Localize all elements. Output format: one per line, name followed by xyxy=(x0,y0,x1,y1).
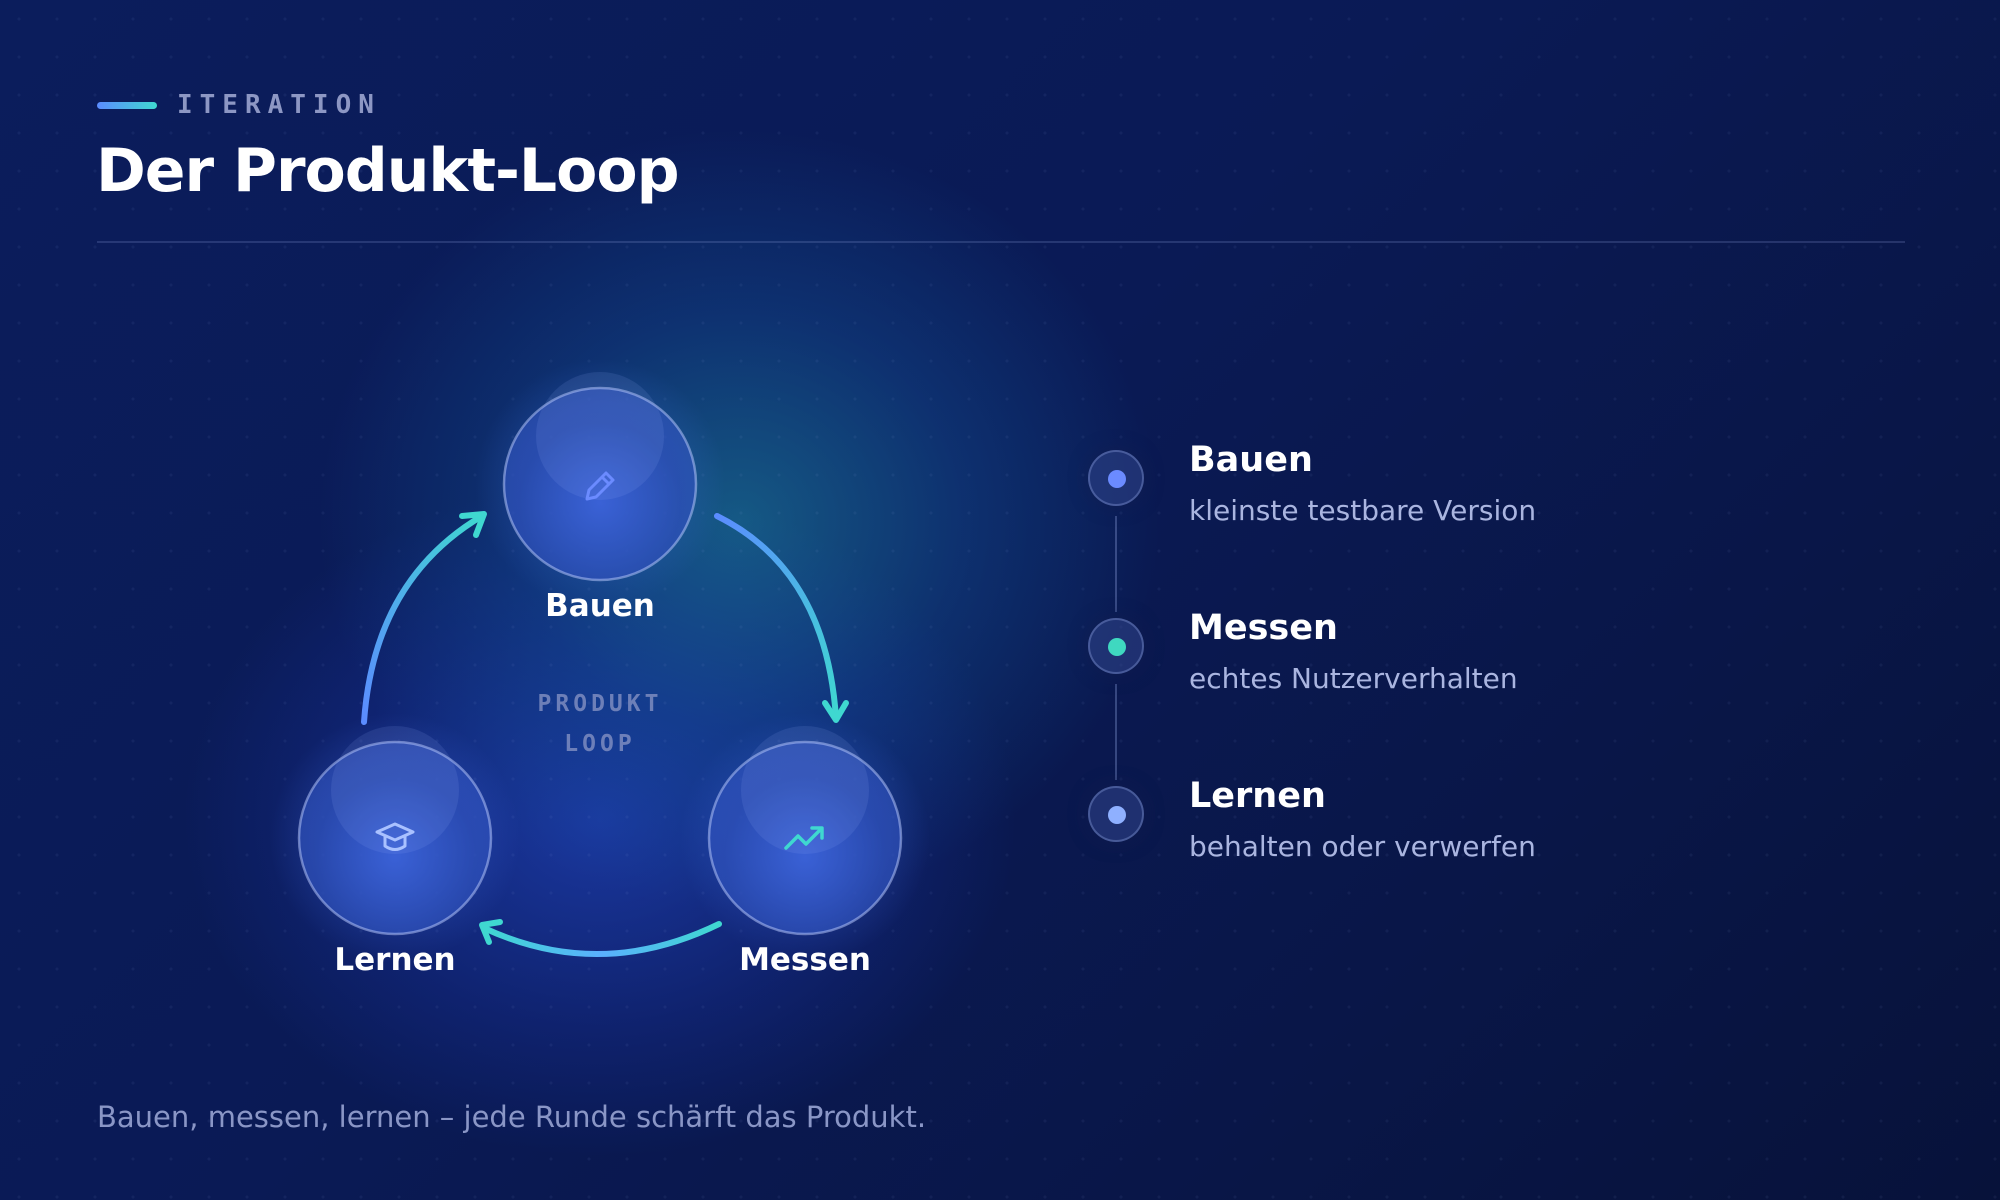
step-marker xyxy=(1088,786,1144,842)
step-marker xyxy=(1088,618,1144,674)
center-label-line2: LOOP xyxy=(564,731,635,757)
step-marker xyxy=(1088,450,1144,506)
node-label-messen: Messen xyxy=(739,942,871,978)
step-title: Bauen xyxy=(1189,440,1313,480)
step-description: behalten oder verwerfen xyxy=(1189,830,1536,863)
step-dot xyxy=(1108,806,1126,824)
arc-messen-to-lernen xyxy=(479,919,722,957)
step-title: Messen xyxy=(1189,608,1338,648)
step-item-bauen: Bauen kleinste testbare Version xyxy=(1088,440,1848,540)
step-description: kleinste testbare Version xyxy=(1189,494,1537,527)
trend-up-icon xyxy=(784,826,824,850)
arc-bauen-to-messen xyxy=(714,513,849,723)
step-connector xyxy=(1115,516,1117,612)
step-dot xyxy=(1108,470,1126,488)
pencil-icon xyxy=(585,471,615,501)
step-item-messen: Messen echtes Nutzerverhalten xyxy=(1088,608,1848,708)
step-title: Lernen xyxy=(1189,776,1326,816)
step-description: echtes Nutzerverhalten xyxy=(1189,662,1518,695)
eyebrow-accent-bar xyxy=(97,101,157,109)
footer-caption: Bauen, messen, lernen – jede Runde schär… xyxy=(97,1100,927,1134)
step-dot xyxy=(1108,638,1126,656)
node-lernen: Lernen xyxy=(270,713,520,978)
arc-lernen-to-bauen xyxy=(361,511,487,725)
node-label-bauen: Bauen xyxy=(545,588,655,624)
page-title: Der Produkt-Loop xyxy=(96,136,680,206)
header-divider xyxy=(97,241,1905,243)
section-eyebrow: ITERATION xyxy=(97,90,381,120)
node-messen: Messen xyxy=(680,713,930,978)
step-item-lernen: Lernen behalten oder verwerfen xyxy=(1088,776,1848,876)
center-label-line1: PRODUKT xyxy=(538,691,663,717)
step-connector xyxy=(1115,684,1117,780)
node-bauen: Bauen xyxy=(475,359,725,624)
node-label-lernen: Lernen xyxy=(334,942,455,978)
eyebrow-text: ITERATION xyxy=(177,90,381,120)
graduation-cap-icon xyxy=(375,822,415,851)
